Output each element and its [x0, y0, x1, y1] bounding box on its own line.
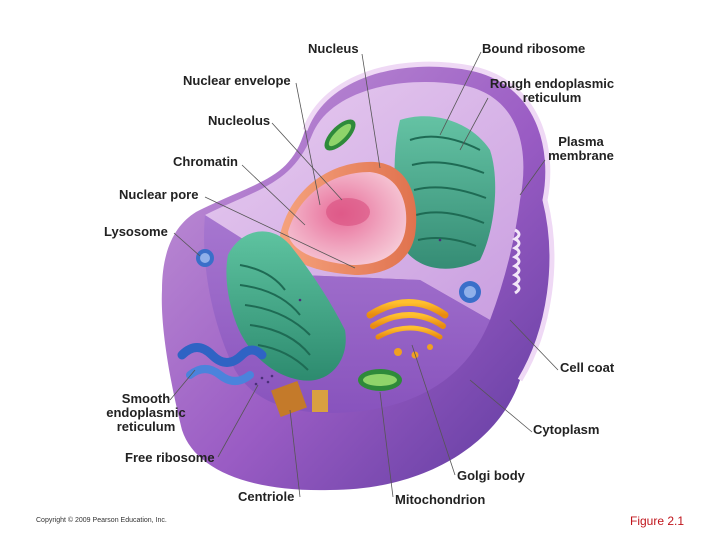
vesicle-right	[459, 281, 481, 303]
label-plasma-membrane-line2: membrane	[545, 149, 617, 163]
label-chromatin: Chromatin	[173, 155, 238, 169]
label-smooth-er-line2: endoplasmic	[100, 406, 192, 420]
label-nuclear-envelope: Nuclear envelope	[183, 74, 291, 88]
label-smooth-er-line3: reticulum	[100, 420, 192, 434]
label-free-ribosome: Free ribosome	[125, 451, 215, 465]
label-rough-er-line1: Rough endoplasmic	[486, 77, 618, 91]
label-nuclear-pore: Nuclear pore	[119, 188, 198, 202]
lysosome	[196, 249, 214, 267]
label-rough-er: Rough endoplasmic reticulum	[486, 77, 618, 105]
label-plasma-membrane-line1: Plasma	[545, 135, 617, 149]
label-plasma-membrane: Plasma membrane	[545, 135, 617, 163]
label-cytoplasm: Cytoplasm	[533, 423, 599, 437]
label-smooth-er-line1: Smooth	[100, 392, 192, 406]
label-golgi-body: Golgi body	[457, 469, 525, 483]
copyright-notice: Copyright © 2009 Pearson Education, Inc.	[36, 517, 167, 524]
label-centriole: Centriole	[238, 490, 294, 504]
label-mitochondrion: Mitochondrion	[395, 493, 485, 507]
figure-number: Figure 2.1	[630, 514, 684, 528]
label-lysosome: Lysosome	[104, 225, 168, 239]
mitochondrion-bottom	[358, 369, 402, 391]
label-cell-coat: Cell coat	[560, 361, 614, 375]
label-rough-er-line2: reticulum	[486, 91, 618, 105]
label-smooth-er: Smooth endoplasmic reticulum	[100, 392, 192, 434]
label-bound-ribosome: Bound ribosome	[482, 42, 585, 56]
label-nucleus: Nucleus	[308, 42, 359, 56]
label-nucleolus: Nucleolus	[208, 114, 270, 128]
